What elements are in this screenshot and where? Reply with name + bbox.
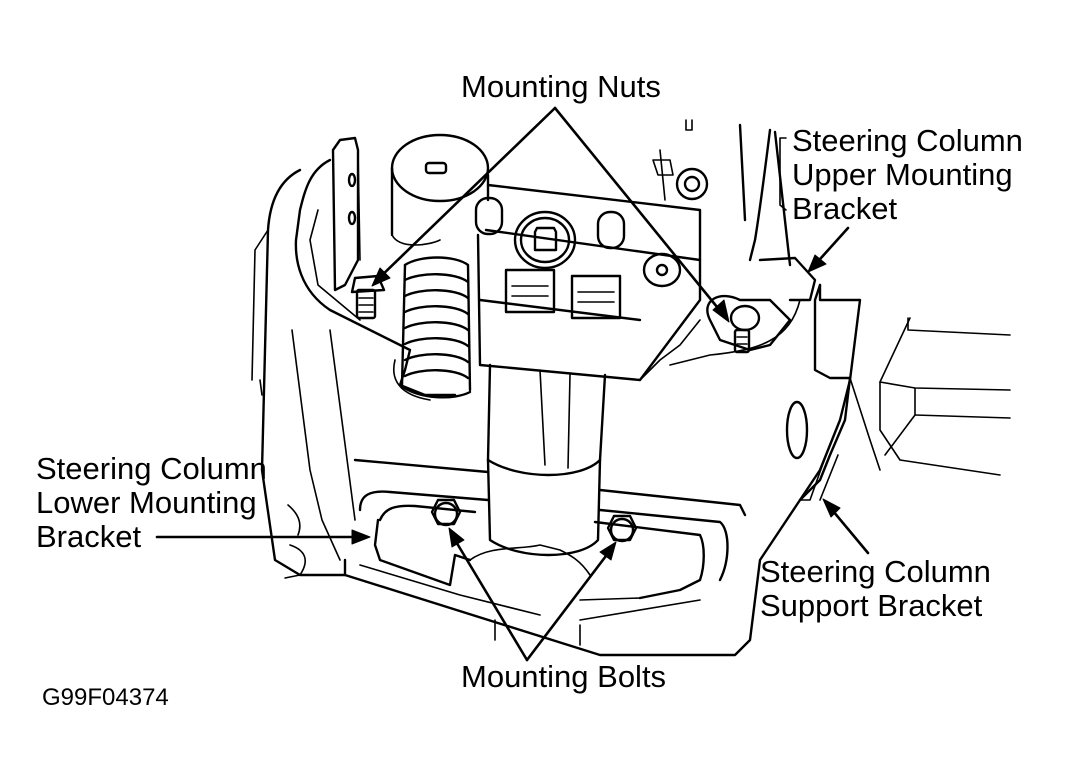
- left-mounting-stud: [350, 274, 386, 320]
- upper-bracket-bracket-mark: [779, 137, 850, 273]
- label-line: Steering Column: [792, 123, 1023, 158]
- label-mounting-bolts: Mounting Bolts: [461, 659, 667, 694]
- spring-coils: [393, 256, 472, 401]
- label-line: Support Bracket: [760, 588, 983, 623]
- steering-column-tube: [486, 363, 607, 557]
- figure-code: G99F04374: [42, 684, 169, 711]
- label-upper-mounting-bracket: Steering Column Upper Mounting Bracket: [792, 124, 1023, 226]
- label-line: Bracket: [36, 519, 142, 554]
- label-line: Steering Column: [36, 451, 267, 486]
- upper-left-bracket: [294, 136, 457, 397]
- label-line: Upper Mounting: [792, 157, 1013, 192]
- right-side-plate: [785, 317, 1011, 501]
- switch-block: [474, 183, 702, 382]
- label-lower-mounting-bracket: Steering Column Lower Mounting Bracket: [36, 452, 267, 554]
- label-line: Steering Column: [760, 554, 991, 589]
- left-side-lines: [259, 379, 306, 579]
- mounting-nuts-leaders: [371, 106, 730, 323]
- mounting-bolts-leaders: [448, 527, 617, 662]
- label-line: Lower Mounting: [36, 485, 257, 520]
- right-mounting-stud: [639, 256, 817, 381]
- lower-bracket-leader: [155, 529, 371, 545]
- support-bracket-outline: [251, 168, 862, 657]
- label-mounting-nuts: Mounting Nuts: [461, 69, 661, 104]
- label-line: Bracket: [792, 191, 898, 226]
- lock-cylinder: [390, 133, 490, 246]
- label-support-bracket: Steering Column Support Bracket: [760, 555, 991, 623]
- top-right-details: [652, 119, 792, 267]
- lower-mounting-bracket: [343, 458, 747, 646]
- support-bracket-leader: [822, 498, 870, 555]
